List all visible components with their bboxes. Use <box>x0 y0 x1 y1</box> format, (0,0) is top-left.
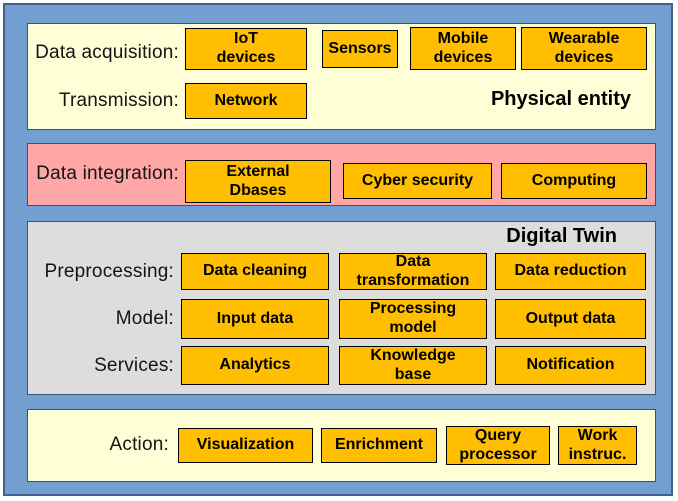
box-sensors: Sensors <box>322 30 398 68</box>
row-label-data-acquisition: Data acquisition: <box>35 42 179 63</box>
box-data-reduction: Data reduction <box>495 253 646 290</box>
box-data-cleaning: Data cleaning <box>181 253 329 290</box>
box-notification: Notification <box>495 346 646 385</box>
box-wearable-devices: Wearable devices <box>521 27 647 70</box>
row-label-model: Model: <box>115 308 174 329</box>
data-integration-panel: Data integration: External Dbases Cyber … <box>27 143 656 206</box>
box-work-instructions: Work instruc. <box>558 426 637 465</box>
box-data-transformation: Data transformation <box>339 253 487 290</box>
box-mobile-devices: Mobile devices <box>410 27 516 70</box>
box-output-data: Output data <box>495 299 646 339</box>
row-label-preprocessing: Preprocessing: <box>44 260 174 282</box>
physical-entity-panel: Data acquisition: IoT devices Sensors Mo… <box>27 23 656 130</box>
digital-twin-panel: Digital Twin Preprocessing: Data cleanin… <box>27 221 656 395</box>
diagram-canvas: Data acquisition: IoT devices Sensors Mo… <box>3 3 673 496</box>
box-iot-devices: IoT devices <box>185 28 307 70</box>
box-input-data: Input data <box>181 299 329 339</box>
box-processing-model: Processing model <box>339 299 487 339</box>
box-analytics: Analytics <box>181 346 329 385</box>
box-visualization: Visualization <box>178 428 313 463</box>
row-label-services: Services: <box>94 354 174 376</box>
action-panel: Action: Visualization Enrichment Query p… <box>27 409 656 482</box>
box-cyber-security: Cyber security <box>343 163 492 199</box>
row-label-action: Action: <box>109 434 169 455</box>
box-network: Network <box>185 83 307 119</box>
row-label-transmission: Transmission: <box>58 90 179 111</box>
row-label-data-integration: Data integration: <box>36 163 179 184</box>
box-external-dbases: External Dbases <box>185 160 331 203</box>
physical-entity-title: Physical entity <box>490 88 631 110</box>
box-enrichment: Enrichment <box>321 428 437 463</box>
box-query-processor: Query processor <box>446 426 550 465</box>
box-computing: Computing <box>501 163 647 199</box>
digital-twin-title: Digital Twin <box>506 225 617 247</box>
box-knowledge-base: Knowledge base <box>339 346 487 385</box>
